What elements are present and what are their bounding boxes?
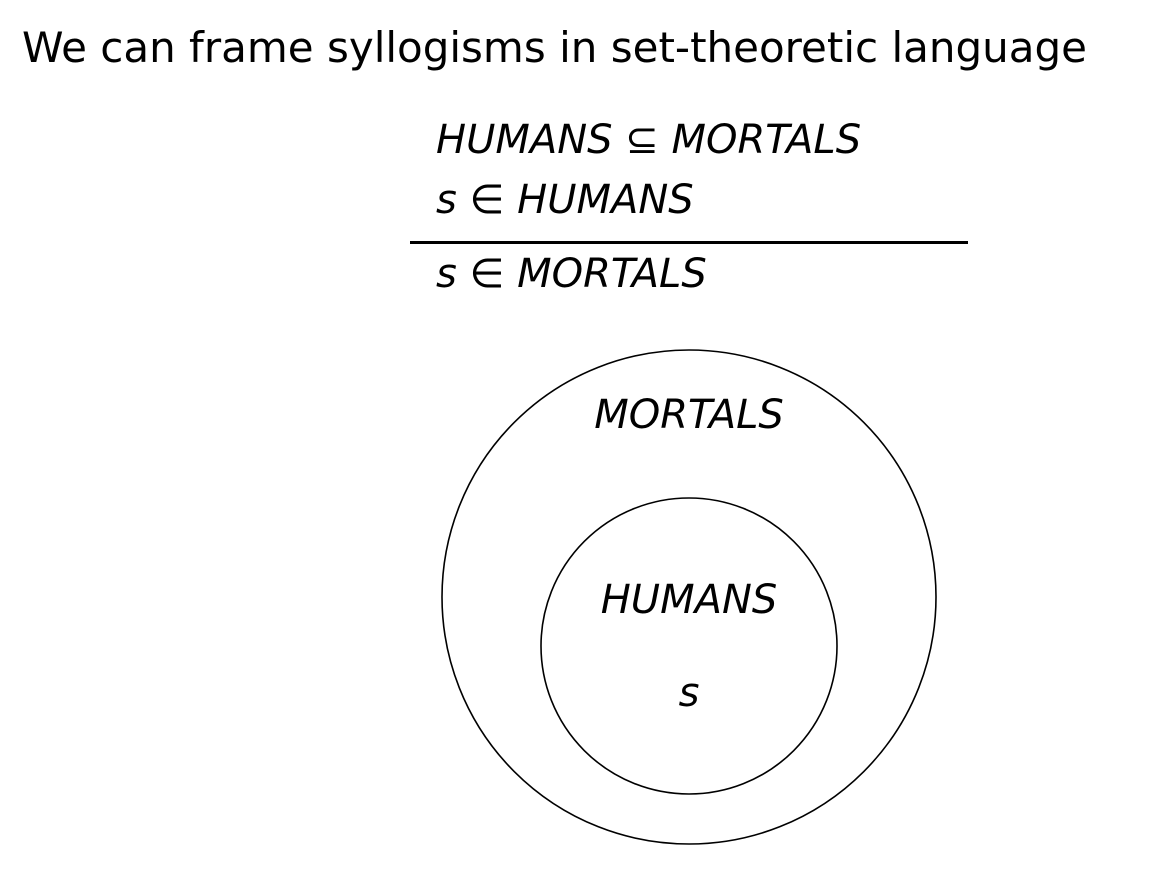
element-s-label: s bbox=[679, 670, 700, 716]
inference-line bbox=[410, 241, 968, 244]
mortals-set-label: MORTALS bbox=[594, 392, 784, 438]
slide-title: We can frame syllogisms in set-theoretic… bbox=[22, 23, 1087, 72]
mortals-set-circle bbox=[441, 349, 937, 845]
minor-premise: s ∈ HUMANS bbox=[436, 177, 694, 223]
major-premise: HUMANS ⊆ MORTALS bbox=[436, 117, 862, 163]
humans-set-label: HUMANS bbox=[601, 577, 778, 623]
humans-set-circle bbox=[540, 497, 838, 795]
conclusion: s ∈ MORTALS bbox=[436, 251, 707, 297]
